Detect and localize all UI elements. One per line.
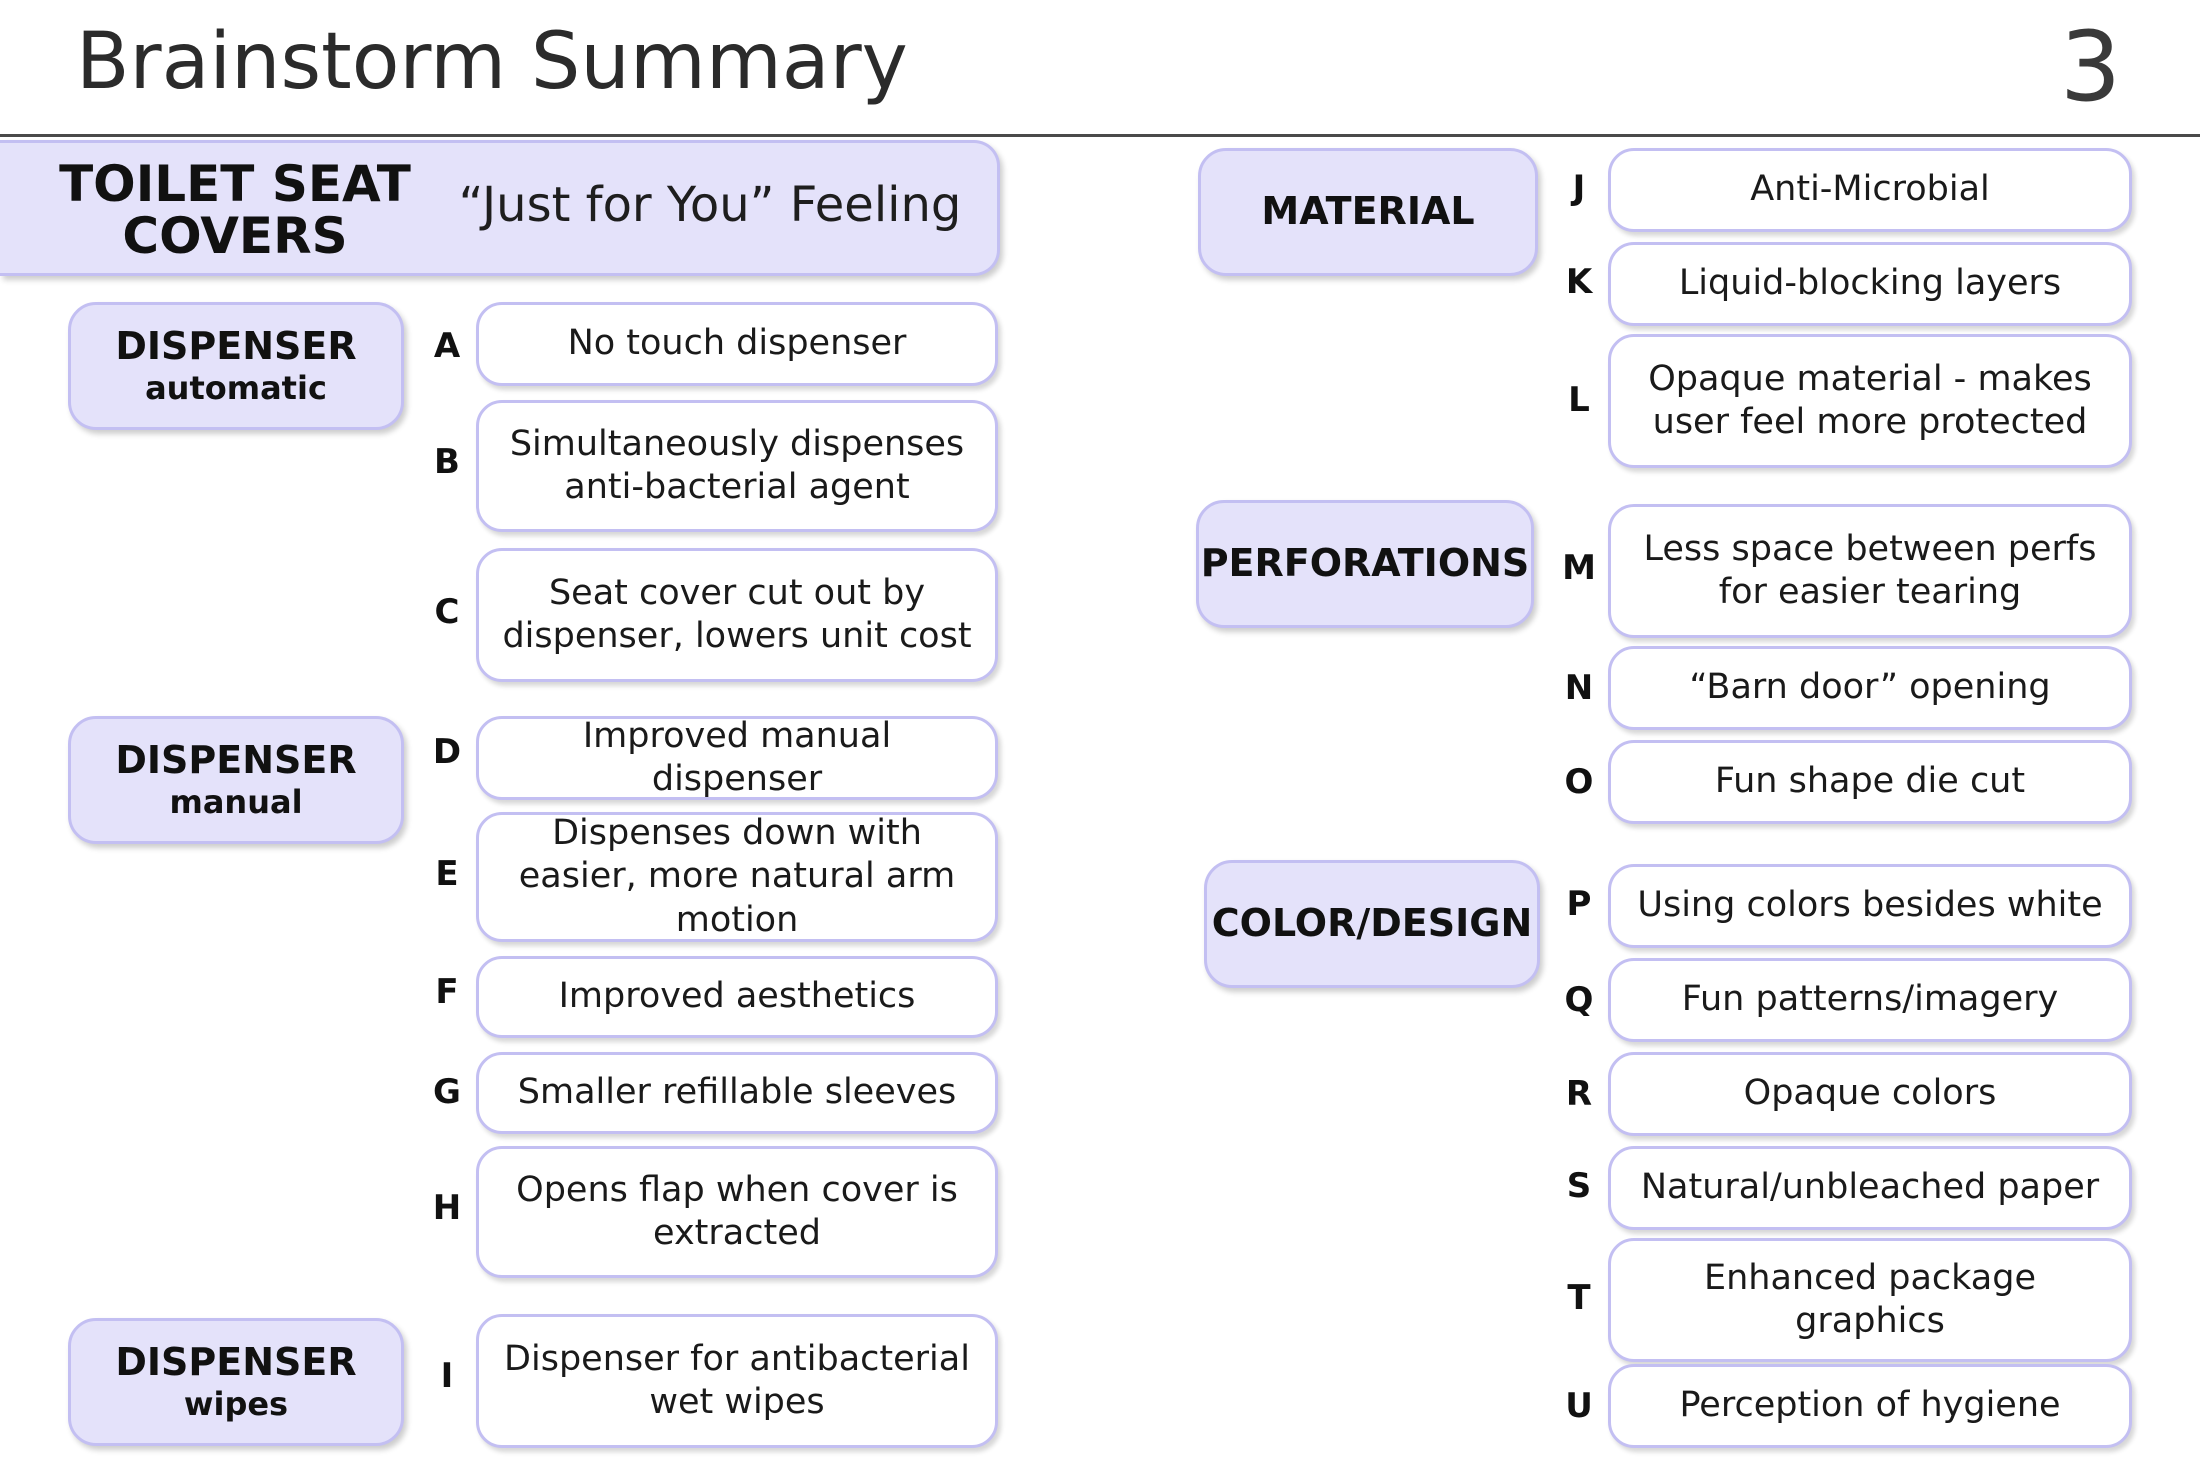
idea-letter: G bbox=[433, 1072, 461, 1112]
idea-box: Anti-Microbial bbox=[1608, 148, 2132, 232]
topic-title: TOILET SEAT COVERS bbox=[59, 155, 411, 265]
category-dispenser-manual: DISPENSER manual bbox=[68, 716, 404, 844]
category-color-design: COLOR/DESIGN bbox=[1204, 860, 1540, 988]
idea-box: Opaque colors bbox=[1608, 1052, 2132, 1136]
category-label: PERFORATIONS bbox=[1200, 541, 1530, 586]
page-number: 3 bbox=[2060, 11, 2122, 123]
idea-box: Improved aesthetics bbox=[476, 956, 998, 1038]
idea-box: Natural/unbleached paper bbox=[1608, 1146, 2132, 1230]
idea-letter: S bbox=[1566, 1166, 1592, 1206]
header-divider bbox=[0, 134, 2200, 137]
category-sublabel: wipes bbox=[183, 1384, 289, 1423]
category-sublabel: manual bbox=[169, 782, 303, 821]
topic-banner: TOILET SEAT COVERS “Just for You” Feelin… bbox=[0, 140, 1000, 276]
idea-letter: B bbox=[434, 442, 460, 482]
category-label: DISPENSER bbox=[115, 737, 357, 782]
category-label: COLOR/DESIGN bbox=[1211, 901, 1533, 946]
category-label: MATERIAL bbox=[1261, 189, 1475, 234]
idea-letter: U bbox=[1565, 1386, 1593, 1426]
idea-box: Enhanced package graphics bbox=[1608, 1238, 2132, 1362]
category-perforations: PERFORATIONS bbox=[1196, 500, 1534, 628]
idea-box: Fun patterns/imagery bbox=[1608, 958, 2132, 1042]
category-material: MATERIAL bbox=[1198, 148, 1538, 276]
idea-box: Less space between perfs for easier tear… bbox=[1608, 504, 2132, 638]
idea-letter: F bbox=[435, 972, 459, 1012]
idea-letter: H bbox=[432, 1188, 462, 1228]
idea-letter: P bbox=[1566, 884, 1592, 924]
idea-letter: C bbox=[434, 592, 460, 632]
idea-letter: R bbox=[1565, 1074, 1593, 1114]
idea-box: Opaque material - makes user feel more p… bbox=[1608, 334, 2132, 468]
idea-box: “Barn door” opening bbox=[1608, 646, 2132, 730]
idea-letter: K bbox=[1565, 262, 1593, 302]
idea-box: Improved manual dispenser bbox=[476, 716, 998, 800]
category-label: DISPENSER bbox=[115, 1339, 357, 1384]
idea-letter: T bbox=[1567, 1278, 1591, 1318]
idea-box: Seat cover cut out by dispenser, lowers … bbox=[476, 548, 998, 682]
idea-box: Perception of hygiene bbox=[1608, 1364, 2132, 1448]
category-dispenser-automatic: DISPENSER automatic bbox=[68, 302, 404, 430]
idea-letter: L bbox=[1568, 380, 1590, 420]
topic-subtitle: “Just for You” Feeling bbox=[458, 177, 962, 233]
page-title: Brainstorm Summary bbox=[76, 17, 908, 107]
idea-box: Liquid-blocking layers bbox=[1608, 242, 2132, 326]
category-dispenser-wipes: DISPENSER wipes bbox=[68, 1318, 404, 1446]
idea-letter: D bbox=[432, 732, 462, 772]
idea-box: Dispenses down with easier, more natural… bbox=[476, 812, 998, 942]
idea-letter: Q bbox=[1564, 980, 1594, 1020]
idea-box: Simultaneously dispenses anti-bacterial … bbox=[476, 400, 998, 532]
idea-letter: A bbox=[433, 326, 461, 366]
idea-box: Dispenser for antibacterial wet wipes bbox=[476, 1314, 998, 1448]
category-label: DISPENSER bbox=[115, 323, 357, 368]
idea-box: Fun shape die cut bbox=[1608, 740, 2132, 824]
idea-letter: O bbox=[1564, 762, 1594, 802]
idea-box: Opens flap when cover is extracted bbox=[476, 1146, 998, 1278]
idea-letter: M bbox=[1562, 548, 1596, 588]
idea-letter: E bbox=[435, 854, 459, 894]
idea-box: No touch dispenser bbox=[476, 302, 998, 386]
category-sublabel: automatic bbox=[145, 368, 327, 407]
idea-box: Using colors besides white bbox=[1608, 864, 2132, 948]
idea-letter: N bbox=[1564, 668, 1594, 708]
idea-letter: I bbox=[440, 1356, 454, 1396]
idea-box: Smaller refillable sleeves bbox=[476, 1052, 998, 1134]
idea-letter: J bbox=[1572, 168, 1586, 208]
